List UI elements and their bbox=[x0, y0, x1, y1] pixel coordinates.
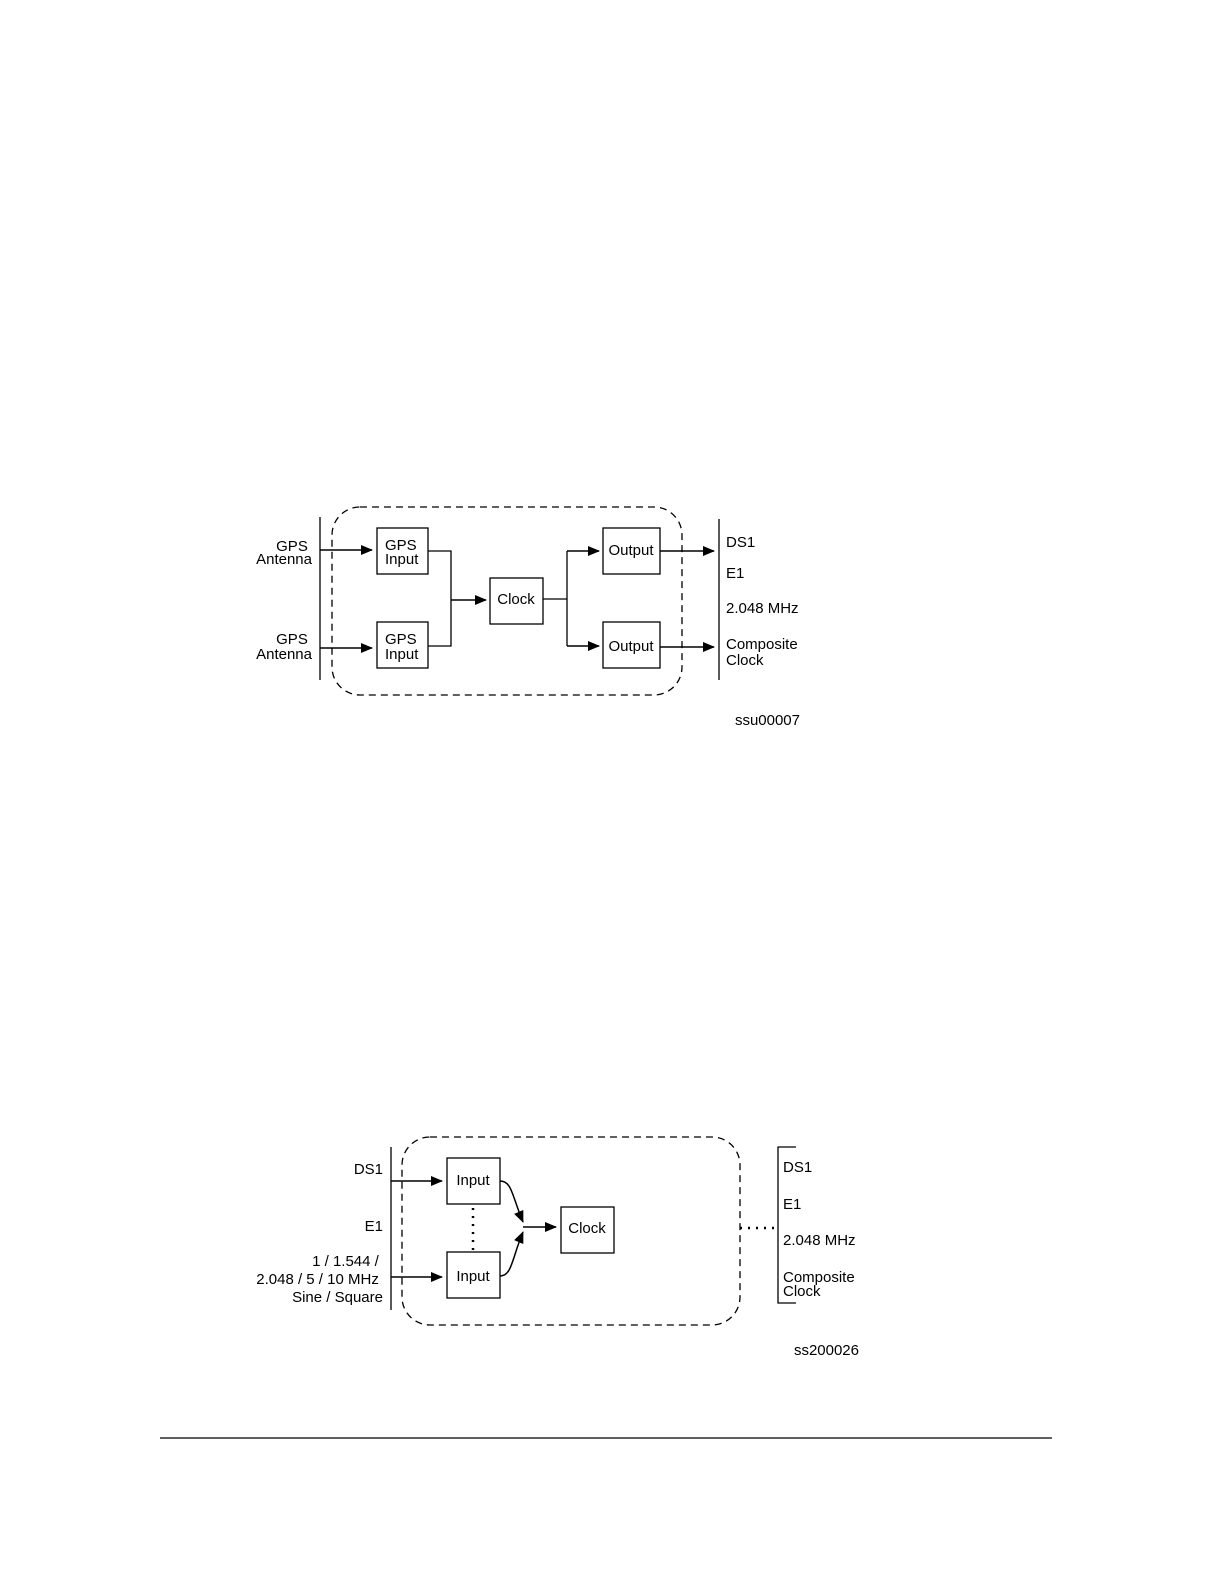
output-block-1-label: Output bbox=[608, 542, 654, 559]
gps-input-block-2-label: GPS Input bbox=[385, 631, 421, 663]
input-block-1-label: Input bbox=[456, 1172, 490, 1189]
output-label-ds1-2: DS1 bbox=[783, 1159, 812, 1176]
curve-input-2-to-clock bbox=[500, 1232, 523, 1276]
output-block-2-label: Output bbox=[608, 638, 654, 655]
input-block-2-label: Input bbox=[456, 1268, 490, 1285]
curve-input-1-to-clock bbox=[500, 1181, 523, 1222]
input-label-antenna-1: GPS Antenna bbox=[256, 538, 313, 568]
clock-block-2-label: Clock bbox=[568, 1220, 606, 1237]
output-label-ds1: DS1 bbox=[726, 534, 755, 551]
figure-input-diagram: DS1 E1 1 / 1.544 / 2.048 / 5 / 10 MHz Si… bbox=[256, 1137, 859, 1359]
gps-input-block-1-label: GPS Input bbox=[385, 537, 421, 568]
input-label-antenna-2: GPS Antenna bbox=[256, 631, 313, 663]
output-label-clock-2: Clock bbox=[783, 1283, 821, 1300]
input-label-ds1: DS1 bbox=[354, 1161, 383, 1178]
figure-id-2: ss200026 bbox=[794, 1342, 859, 1359]
input-label-e1: E1 bbox=[365, 1218, 383, 1235]
clock-block-label: Clock bbox=[497, 591, 535, 608]
figure-id-1: ssu00007 bbox=[735, 712, 800, 729]
output-label-e1-2: E1 bbox=[783, 1196, 801, 1213]
figure-gps-diagram: GPS Antenna GPS Antenna GPS Input GPS In… bbox=[256, 507, 800, 729]
output-label-2048mhz-2: 2.048 MHz bbox=[783, 1232, 856, 1249]
output-label-e1: E1 bbox=[726, 565, 744, 582]
output-label-clock: Clock bbox=[726, 652, 764, 669]
connector-inputs-to-clock bbox=[428, 551, 451, 646]
output-label-2048mhz: 2.048 MHz bbox=[726, 600, 799, 617]
input-label-freq: 1 / 1.544 / 2.048 / 5 / 10 MHz Sine / Sq… bbox=[256, 1253, 383, 1306]
output-label-composite: Composite bbox=[726, 636, 798, 653]
